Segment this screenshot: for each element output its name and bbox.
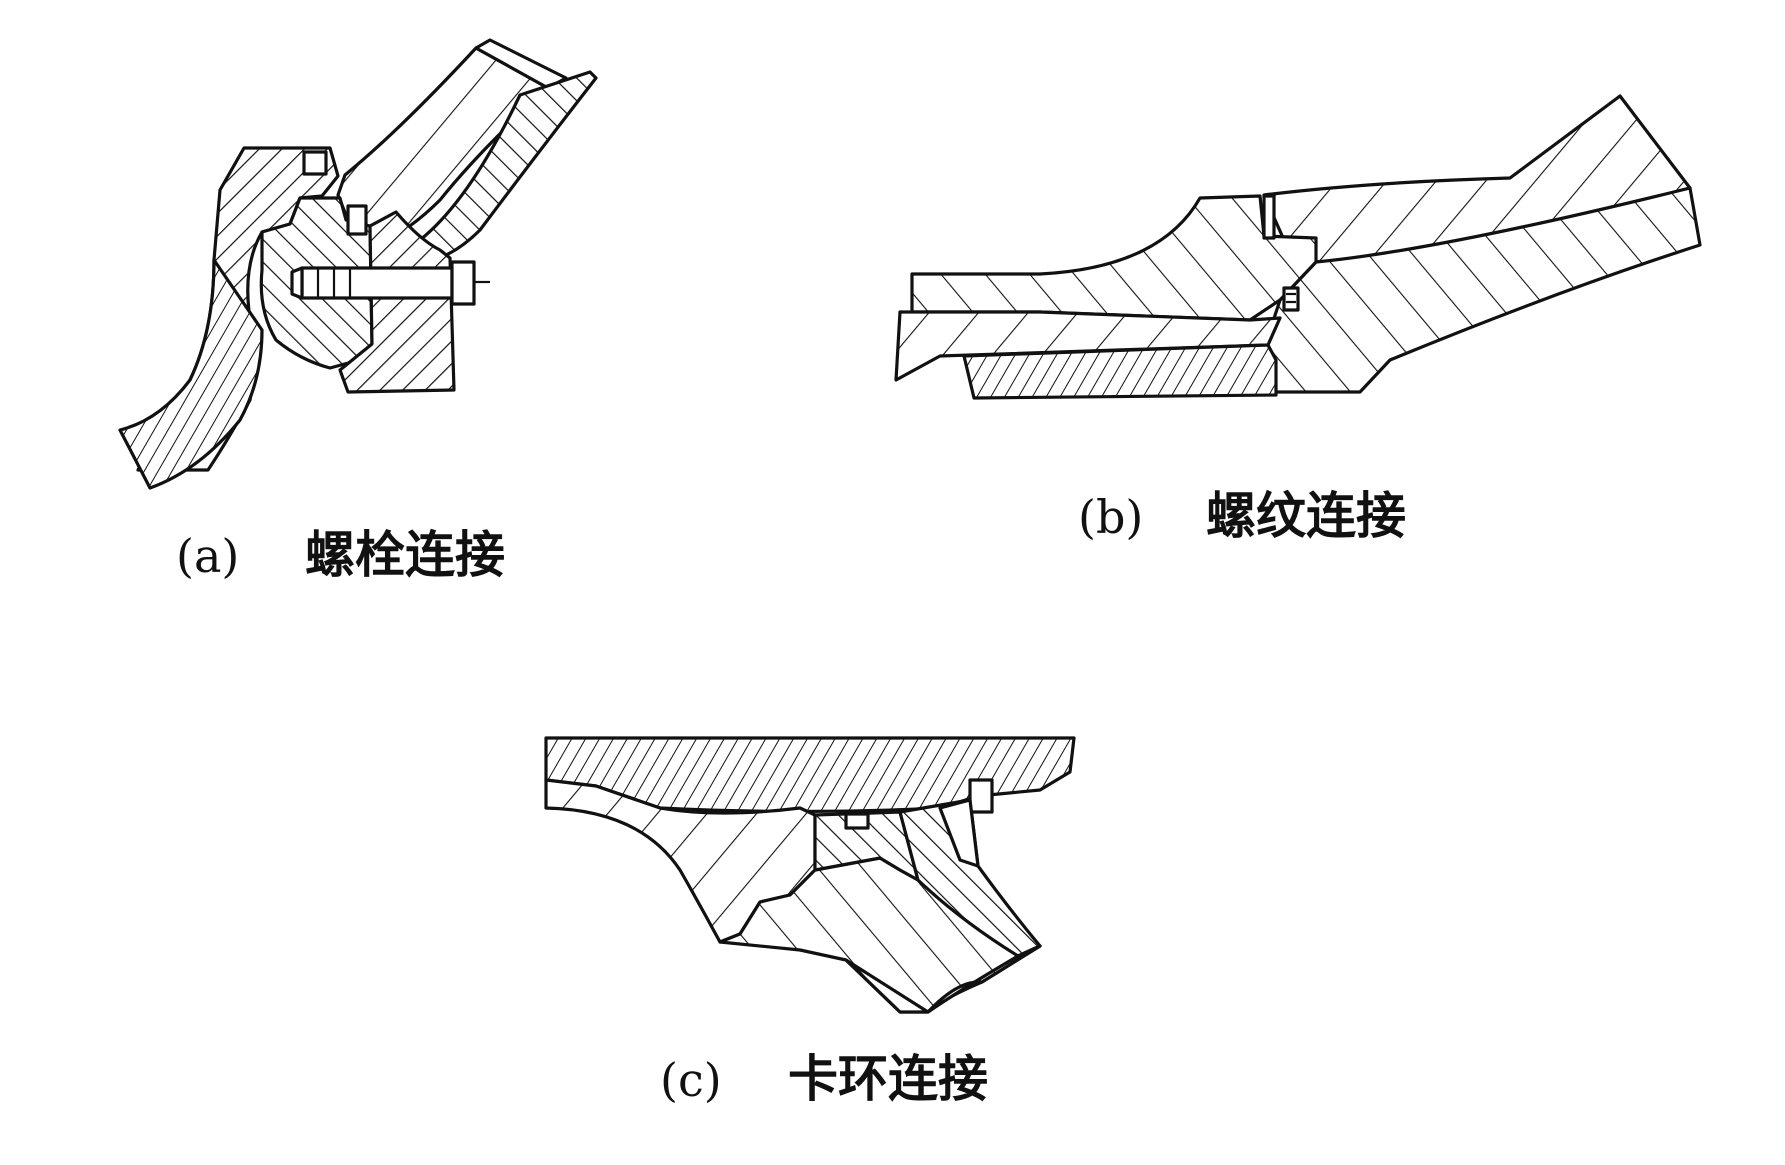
caption-c-label: (c) xyxy=(660,1053,722,1107)
left-lower-body xyxy=(894,310,1282,382)
snap-ring-connection-drawing xyxy=(544,736,1076,1014)
caption-b-label: (b) xyxy=(1078,490,1143,544)
seal-mark xyxy=(1282,286,1300,312)
bolt-connection-drawing xyxy=(118,38,598,490)
seal-ring-top xyxy=(302,150,328,176)
thread-groove xyxy=(1262,194,1276,240)
snap-ring-groove xyxy=(844,812,870,830)
upper-shell-liner xyxy=(418,70,598,264)
right-flange xyxy=(338,210,456,394)
bolt xyxy=(290,260,490,306)
bottom-plate xyxy=(962,343,1278,400)
left-curved-body xyxy=(544,778,817,944)
upper-shell-inner xyxy=(474,38,568,90)
threaded-connection-drawing xyxy=(894,94,1702,400)
caption-b-text: 螺纹连接 xyxy=(1206,487,1406,545)
seal-ring-mid xyxy=(346,204,368,236)
bottom-shell xyxy=(844,944,1042,1014)
lower-shell-left xyxy=(118,258,264,490)
caption-a-label: (a) xyxy=(176,529,239,583)
caption-c-text: 卡环连接 xyxy=(788,1050,988,1108)
left-body xyxy=(910,194,1318,322)
right-collar xyxy=(968,778,994,814)
caption-a-text: 螺栓连接 xyxy=(305,526,505,584)
right-shell xyxy=(1248,186,1702,394)
